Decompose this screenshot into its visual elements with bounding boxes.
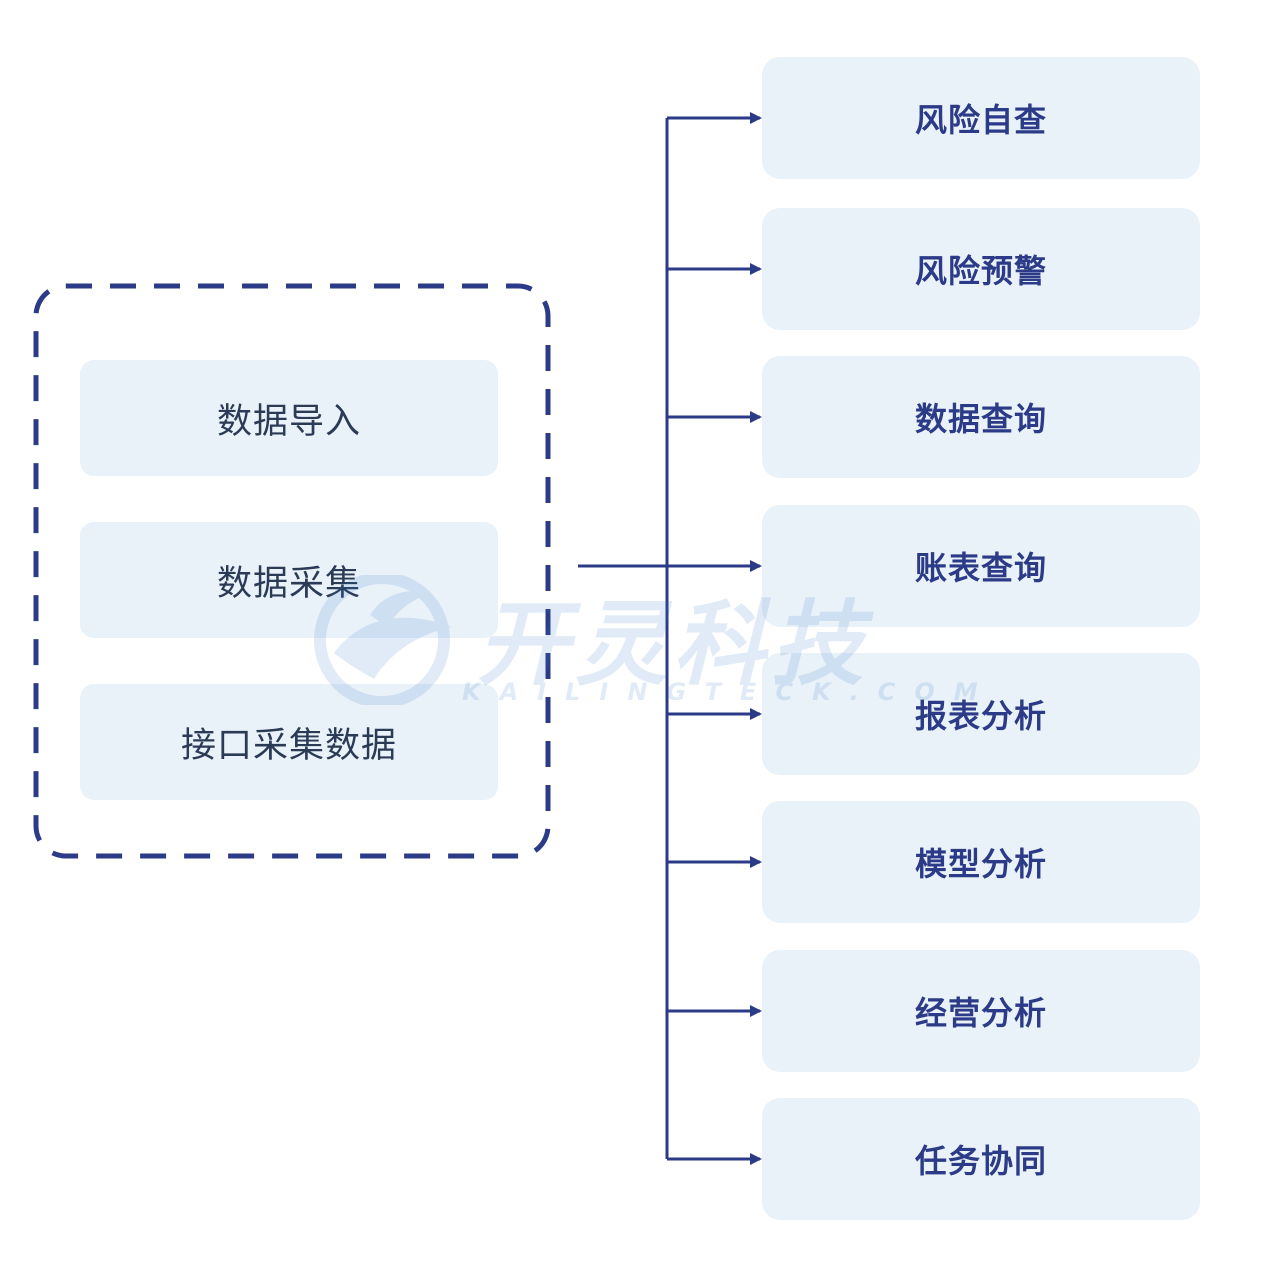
target-box-report-analysis[interactable]: 报表分析 xyxy=(762,653,1200,775)
connector-lines xyxy=(578,112,762,1165)
source-box-data-collection[interactable]: 数据采集 xyxy=(80,522,498,638)
target-label: 任务协同 xyxy=(914,1142,1047,1180)
target-box-risk-warning[interactable]: 风险预警 xyxy=(762,208,1200,330)
target-label: 账表查询 xyxy=(914,549,1047,587)
target-box-risk-self-check[interactable]: 风险自查 xyxy=(762,57,1200,179)
source-label: 数据采集 xyxy=(216,563,361,604)
source-box-api-collection[interactable]: 接口采集数据 xyxy=(80,684,498,800)
source-label: 数据导入 xyxy=(216,401,361,442)
target-box-data-query[interactable]: 数据查询 xyxy=(762,356,1200,478)
target-box-model-analysis[interactable]: 模型分析 xyxy=(762,801,1200,923)
source-label: 接口采集数据 xyxy=(180,725,397,766)
target-box-business-analysis[interactable]: 经营分析 xyxy=(762,950,1200,1072)
target-label: 风险预警 xyxy=(914,252,1047,290)
target-label: 风险自查 xyxy=(914,101,1047,139)
source-group-border xyxy=(33,283,551,859)
target-label: 报表分析 xyxy=(914,697,1047,735)
source-box-data-import[interactable]: 数据导入 xyxy=(80,360,498,476)
target-label: 模型分析 xyxy=(914,845,1047,883)
target-box-task-collaboration[interactable]: 任务协同 xyxy=(762,1098,1200,1220)
target-label: 经营分析 xyxy=(914,994,1047,1032)
target-box-ledger-query[interactable]: 账表查询 xyxy=(762,505,1200,627)
target-label: 数据查询 xyxy=(914,400,1047,438)
